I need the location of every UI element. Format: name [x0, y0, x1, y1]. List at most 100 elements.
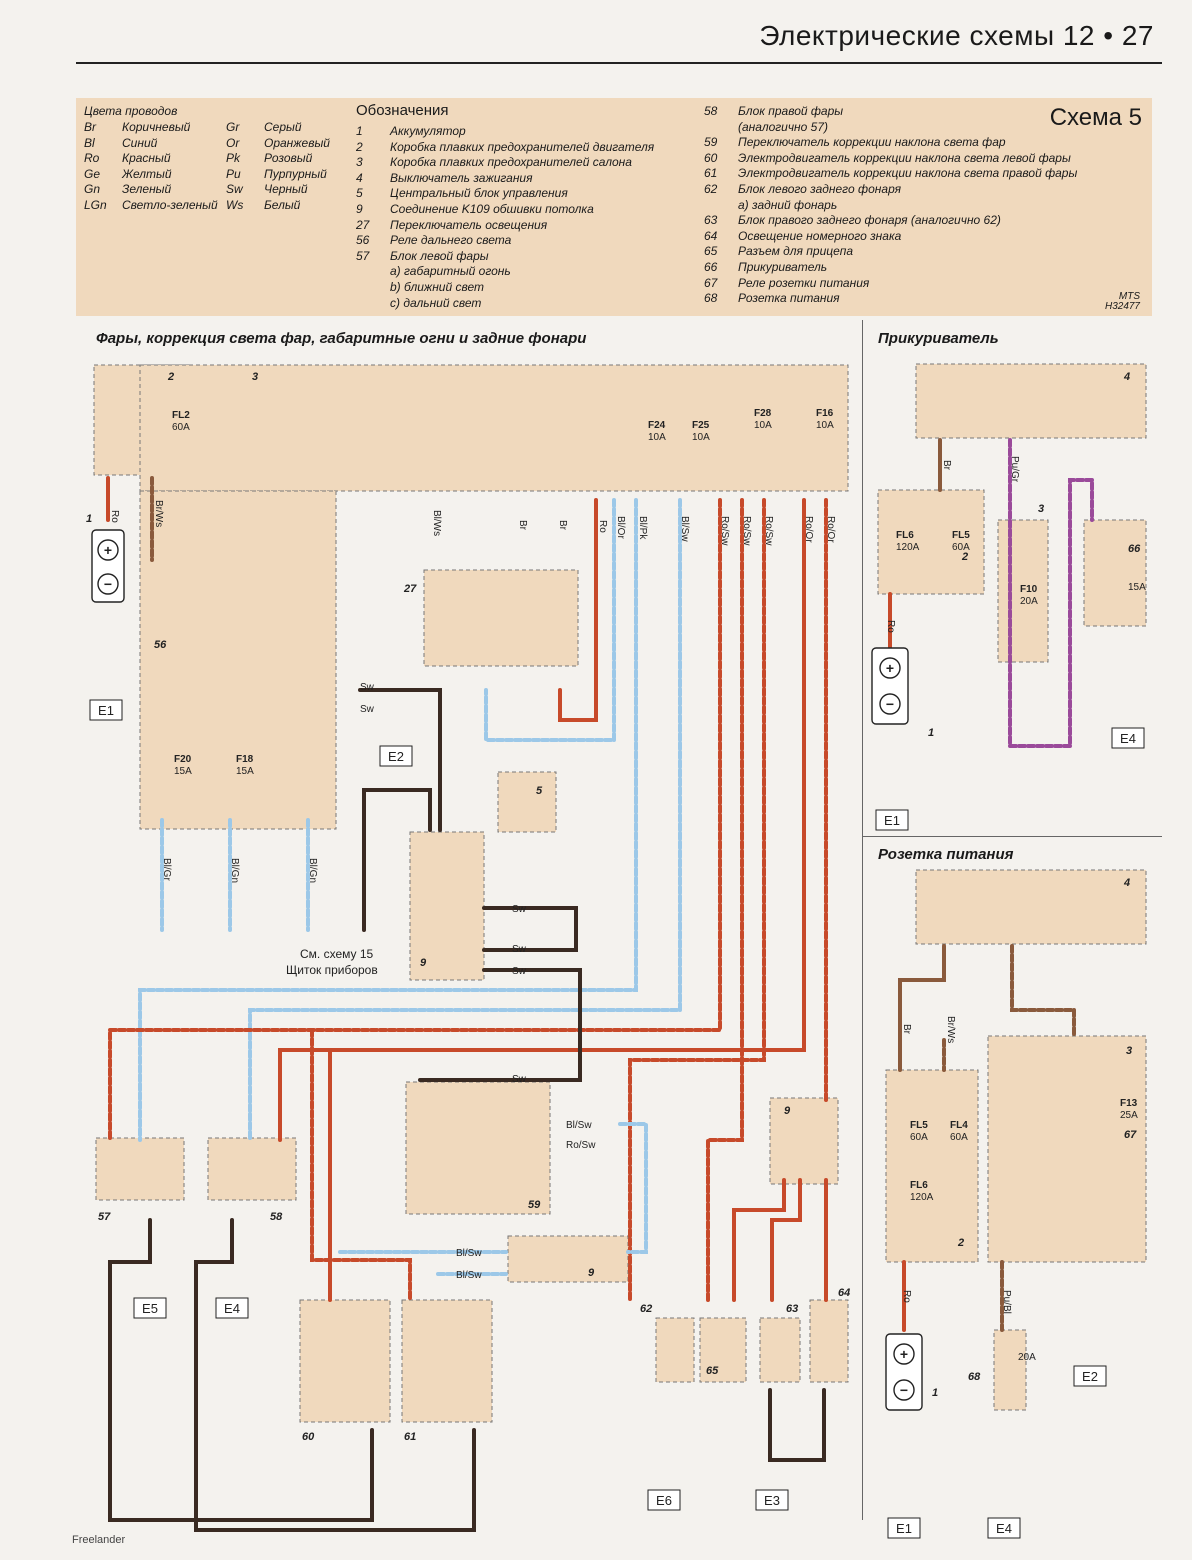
wire-rosw-1	[108, 498, 722, 1142]
svg-text:120A: 120A	[896, 542, 920, 553]
svg-text:9: 9	[588, 1267, 595, 1279]
svg-text:Sw: Sw	[512, 904, 527, 915]
wire-rosw-61	[310, 1028, 412, 1302]
svg-text:15A: 15A	[236, 766, 254, 777]
svg-text:E1: E1	[98, 703, 114, 718]
svg-text:F25: F25	[692, 420, 710, 431]
svg-text:57: 57	[98, 1211, 111, 1223]
svg-text:Sw: Sw	[512, 1074, 527, 1085]
svg-text:10A: 10A	[754, 420, 772, 431]
svg-text:25A: 25A	[1120, 1110, 1138, 1121]
schema-title: Схема 5	[1049, 104, 1142, 131]
svg-text:10A: 10A	[648, 432, 666, 443]
svg-text:Ro/Sw: Ro/Sw	[741, 516, 752, 546]
svg-text:58: 58	[270, 1211, 283, 1223]
box-3-lighter	[997, 519, 1049, 663]
svg-text:F28: F28	[754, 408, 772, 419]
svg-text:56: 56	[154, 639, 167, 651]
svg-text:Ro: Ro	[109, 510, 120, 523]
wires	[106, 438, 1094, 1532]
svg-text:Sw: Sw	[360, 704, 375, 715]
wire-sw-e5	[108, 1218, 374, 1522]
svg-text:1: 1	[932, 1387, 938, 1399]
svg-text:Br: Br	[557, 520, 568, 531]
wire-blue-3	[248, 498, 682, 1142]
box-9b	[507, 1235, 629, 1283]
svg-text:E1: E1	[896, 1521, 912, 1536]
svg-text:+: +	[900, 1346, 908, 1362]
wire-sw-e4	[194, 1218, 476, 1532]
svg-text:4: 4	[1123, 877, 1130, 889]
svg-text:F18: F18	[236, 754, 254, 765]
svg-text:59: 59	[528, 1199, 541, 1211]
header-title: Электрические схемы 12 • 27	[759, 20, 1154, 51]
svg-text:27: 27	[403, 583, 417, 595]
box-68	[993, 1329, 1027, 1411]
box-9-connector	[409, 831, 485, 981]
svg-text:Ro: Ro	[901, 1290, 912, 1303]
svg-text:10A: 10A	[692, 432, 710, 443]
svg-text:64: 64	[838, 1287, 850, 1299]
svg-text:F20: F20	[174, 754, 192, 765]
wire-puge-socket	[1010, 944, 1076, 1038]
svg-text:4: 4	[1123, 371, 1130, 383]
footer-model: Freelander	[72, 1534, 126, 1546]
svg-text:+: +	[886, 660, 894, 676]
svg-text:10A: 10A	[816, 420, 834, 431]
svg-text:−: −	[886, 696, 894, 712]
ground-labels: E1 E2 E5 E4 E6 E3 E1 E4 E1 E2 E4	[89, 699, 1145, 1539]
svg-text:Pu/Bl: Pu/Bl	[1001, 1290, 1012, 1314]
svg-text:Ro/Or: Ro/Or	[825, 516, 836, 543]
svg-text:E6: E6	[656, 1493, 672, 1508]
wire-sw-9b	[418, 968, 582, 1082]
svg-text:Ro/Sw: Ro/Sw	[763, 516, 774, 546]
svg-text:20A: 20A	[1020, 596, 1038, 607]
svg-text:Pu/Gr: Pu/Gr	[1009, 456, 1020, 483]
wire-red-main	[558, 498, 598, 722]
svg-text:3: 3	[1038, 503, 1044, 515]
box-5-cbu	[497, 771, 557, 833]
svg-text:5: 5	[536, 785, 543, 797]
svg-text:1: 1	[928, 727, 934, 739]
wire-sw-e2	[358, 688, 442, 832]
svg-text:FL4: FL4	[950, 1120, 968, 1131]
svg-text:Bl/Pk: Bl/Pk	[637, 516, 648, 540]
box-27-light-switch	[423, 569, 579, 667]
designations-title: Обозначения	[356, 102, 449, 119]
svg-text:Bl/Sw: Bl/Sw	[679, 516, 690, 542]
svg-text:60A: 60A	[910, 1132, 928, 1143]
svg-text:61: 61	[404, 1431, 416, 1443]
svg-text:66: 66	[1128, 543, 1141, 555]
svg-text:2: 2	[961, 551, 968, 563]
box-2-socket	[885, 1069, 979, 1263]
svg-text:Ro/Sw: Ro/Sw	[719, 516, 730, 546]
svg-text:F13: F13	[1120, 1098, 1138, 1109]
wire-roor-65	[732, 1178, 786, 1302]
svg-text:Sw: Sw	[512, 944, 527, 955]
svg-text:−: −	[104, 576, 112, 592]
svg-text:−: −	[900, 1382, 908, 1398]
svg-text:Ro/Or: Ro/Or	[803, 516, 814, 543]
box-9c	[769, 1097, 839, 1185]
svg-text:62: 62	[640, 1303, 652, 1315]
svg-text:2: 2	[957, 1237, 964, 1249]
wire-rosw-2	[706, 498, 744, 1302]
svg-text:+: +	[104, 542, 112, 558]
